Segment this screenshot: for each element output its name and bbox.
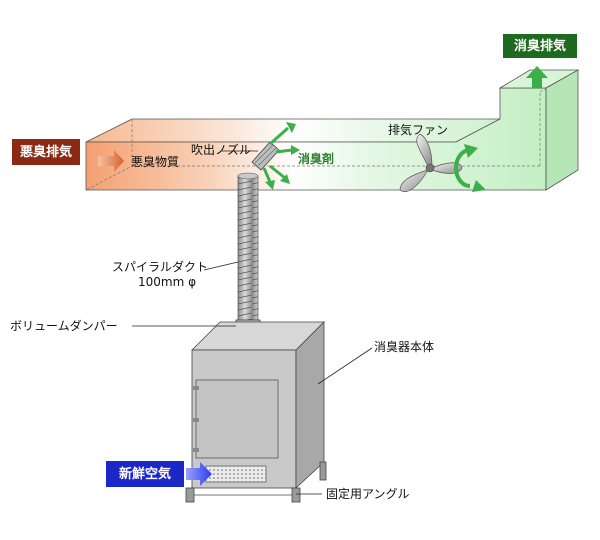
exhaust-fan-label: 排気ファン bbox=[388, 123, 449, 137]
spray-nozzle-icon bbox=[251, 141, 280, 171]
fan-rotation-arrow bbox=[454, 144, 486, 192]
spiral-duct-label: スパイラルダクト bbox=[112, 260, 209, 274]
deodorant-spray-arrows bbox=[262, 122, 300, 190]
leader-lines bbox=[132, 150, 373, 495]
fresh-air-intake-grille bbox=[205, 465, 267, 483]
deodorant-label: 消臭剤 bbox=[298, 152, 335, 166]
spray-nozzle-label: 吹出ノズル bbox=[191, 143, 252, 157]
deodorizer-body-label: 消臭器本体 bbox=[374, 340, 435, 354]
odor-exhaust-tag: 悪臭排気 bbox=[12, 139, 80, 165]
fixing-angle-label: 固定用アングル bbox=[326, 487, 410, 501]
fresh-air-tag: 新鮮空気 bbox=[106, 461, 184, 487]
volume-damper-label: ボリュームダンパー bbox=[10, 319, 118, 333]
cabinet-door bbox=[195, 379, 279, 459]
deodorized-outflow-arrow bbox=[526, 66, 548, 88]
duct-size-label: 100mm φ bbox=[138, 275, 197, 289]
spiral-duct bbox=[237, 175, 259, 323]
deodorizer-cabinet bbox=[191, 321, 325, 489]
odor-inflow-arrow bbox=[98, 150, 124, 172]
duct-riser-side bbox=[545, 69, 579, 191]
fixing-angle-legs bbox=[185, 461, 327, 503]
fresh-air-inflow-arrow bbox=[186, 462, 212, 486]
deodorized-exhaust-tag: 消臭排気 bbox=[503, 34, 577, 58]
odor-substance-label: 悪臭物質 bbox=[131, 155, 180, 169]
duct-hidden-lines bbox=[85, 69, 579, 191]
